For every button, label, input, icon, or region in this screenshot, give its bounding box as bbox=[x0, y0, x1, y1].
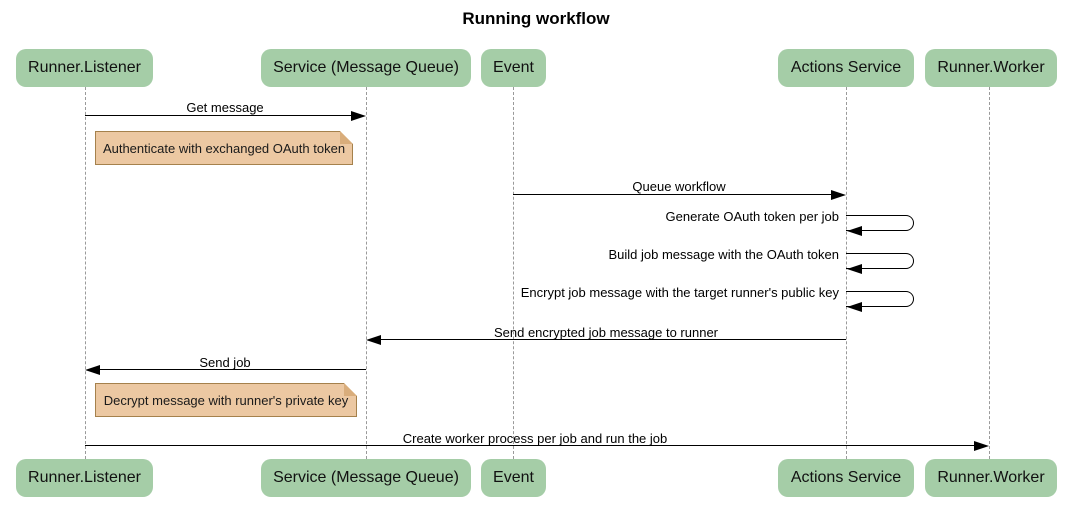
message-line bbox=[85, 115, 352, 116]
participant-event-top: Event bbox=[481, 49, 546, 87]
arrowhead-left bbox=[366, 335, 381, 345]
participant-actions-service-top: Actions Service bbox=[778, 49, 914, 87]
participant-event-bottom: Event bbox=[481, 459, 546, 497]
note-fold-icon bbox=[340, 131, 353, 144]
arrowhead-left bbox=[847, 302, 862, 312]
message-label: Encrypt job message with the target runn… bbox=[520, 285, 839, 300]
participant-service-message-queue-bottom: Service (Message Queue) bbox=[261, 459, 471, 497]
lifeline-runner-worker bbox=[989, 87, 990, 459]
arrowhead-right bbox=[831, 190, 846, 200]
note-fold-icon bbox=[344, 383, 357, 396]
lifeline-event bbox=[513, 87, 514, 459]
self-loop bbox=[846, 253, 914, 269]
message-label: Build job message with the OAuth token bbox=[608, 247, 839, 262]
message-line bbox=[100, 369, 366, 370]
participant-runner-listener-bottom: Runner.Listener bbox=[16, 459, 153, 497]
lifeline-runner-listener bbox=[85, 87, 86, 459]
message-label: Queue workflow bbox=[632, 179, 726, 194]
participant-runner-listener-top: Runner.Listener bbox=[16, 49, 153, 87]
message-label: Send encrypted job message to runner bbox=[493, 325, 719, 340]
arrowhead-right bbox=[974, 441, 989, 451]
arrowhead-left bbox=[85, 365, 100, 375]
note-authenticate: Authenticate with exchanged OAuth token bbox=[95, 131, 353, 165]
participant-service-message-queue-top: Service (Message Queue) bbox=[261, 49, 471, 87]
message-line bbox=[85, 445, 974, 446]
diagram-title: Running workflow bbox=[462, 9, 610, 28]
arrowhead-left bbox=[847, 226, 862, 236]
message-line bbox=[381, 339, 846, 340]
note-decrypt: Decrypt message with runner's private ke… bbox=[95, 383, 357, 417]
lifeline-actions-service bbox=[846, 87, 847, 459]
message-label: Get message bbox=[186, 100, 264, 115]
message-label: Send job bbox=[199, 355, 251, 370]
note-text: Authenticate with exchanged OAuth token bbox=[102, 140, 346, 156]
participant-actions-service-bottom: Actions Service bbox=[778, 459, 914, 497]
arrowhead-right bbox=[351, 111, 366, 121]
participant-runner-worker-top: Runner.Worker bbox=[925, 49, 1057, 87]
lifeline-service-message-queue bbox=[366, 87, 367, 459]
message-label: Create worker process per job and run th… bbox=[402, 431, 668, 446]
message-line bbox=[513, 194, 831, 195]
note-text: Decrypt message with runner's private ke… bbox=[103, 392, 349, 408]
participant-runner-worker-bottom: Runner.Worker bbox=[925, 459, 1057, 497]
self-loop bbox=[846, 291, 914, 307]
message-label: Generate OAuth token per job bbox=[665, 209, 839, 224]
arrowhead-left bbox=[847, 264, 862, 274]
self-loop bbox=[846, 215, 914, 231]
